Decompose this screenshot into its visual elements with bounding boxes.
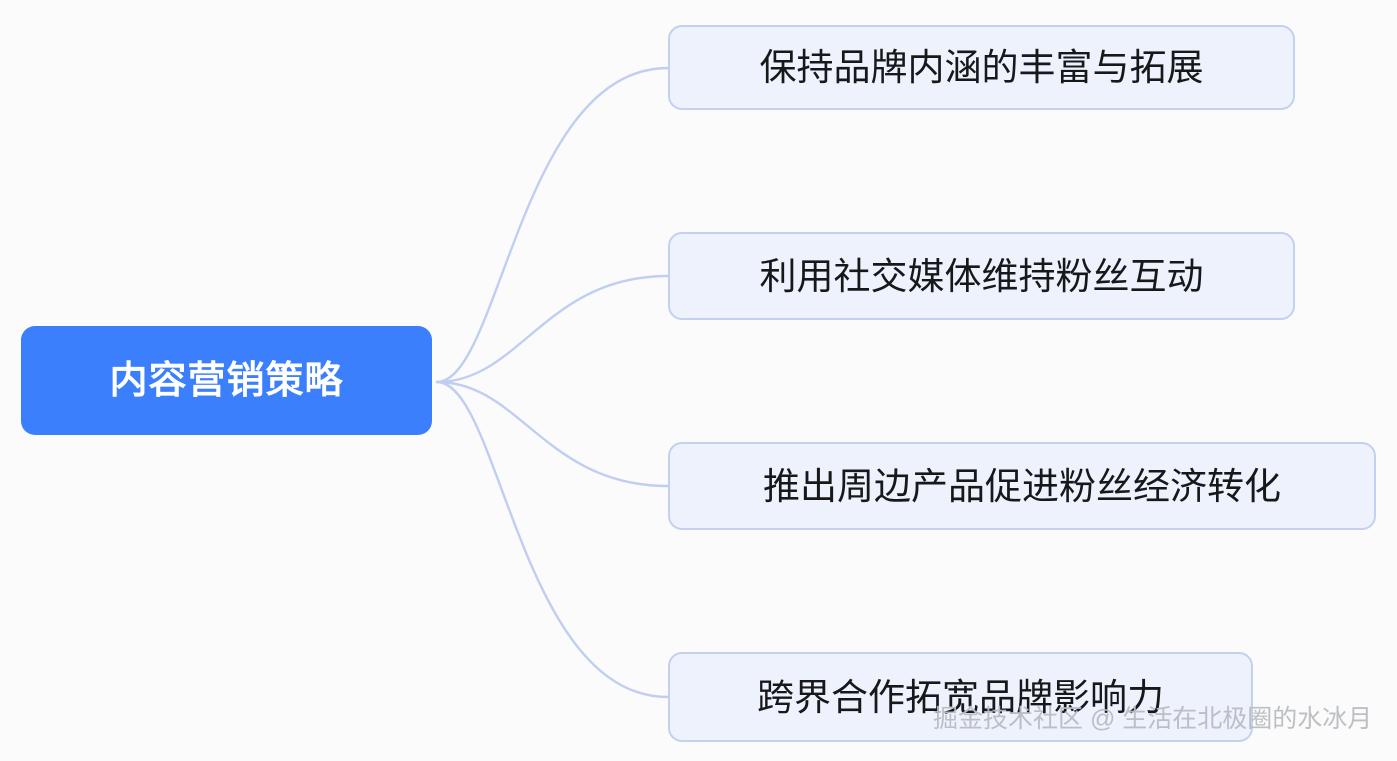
watermark: 掘金技术社区 @ 生活在北极圈的水冰月 xyxy=(933,705,1373,733)
connector-to-child-3 xyxy=(435,380,670,699)
child-node-2[interactable]: 推出周边产品促进粉丝经济转化 xyxy=(668,442,1376,530)
child-node-2-label: 推出周边产品促进粉丝经济转化 xyxy=(763,465,1281,507)
child-node-3-label: 跨界合作拓宽品牌影响力 xyxy=(757,676,1164,718)
connector-to-child-1 xyxy=(435,274,670,384)
connector-to-child-2 xyxy=(435,380,670,488)
child-node-1-label: 利用社交媒体维持粉丝互动 xyxy=(759,255,1204,297)
root-node[interactable]: 内容营销策略 xyxy=(21,326,432,435)
connector-to-child-0 xyxy=(435,66,670,384)
child-node-1[interactable]: 利用社交媒体维持粉丝互动 xyxy=(668,232,1295,320)
child-node-0-label: 保持品牌内涵的丰富与拓展 xyxy=(759,47,1204,88)
child-node-0[interactable]: 保持品牌内涵的丰富与拓展 xyxy=(668,25,1295,110)
root-node-label: 内容营销策略 xyxy=(109,359,344,402)
child-node-3[interactable]: 跨界合作拓宽品牌影响力 xyxy=(668,652,1253,742)
